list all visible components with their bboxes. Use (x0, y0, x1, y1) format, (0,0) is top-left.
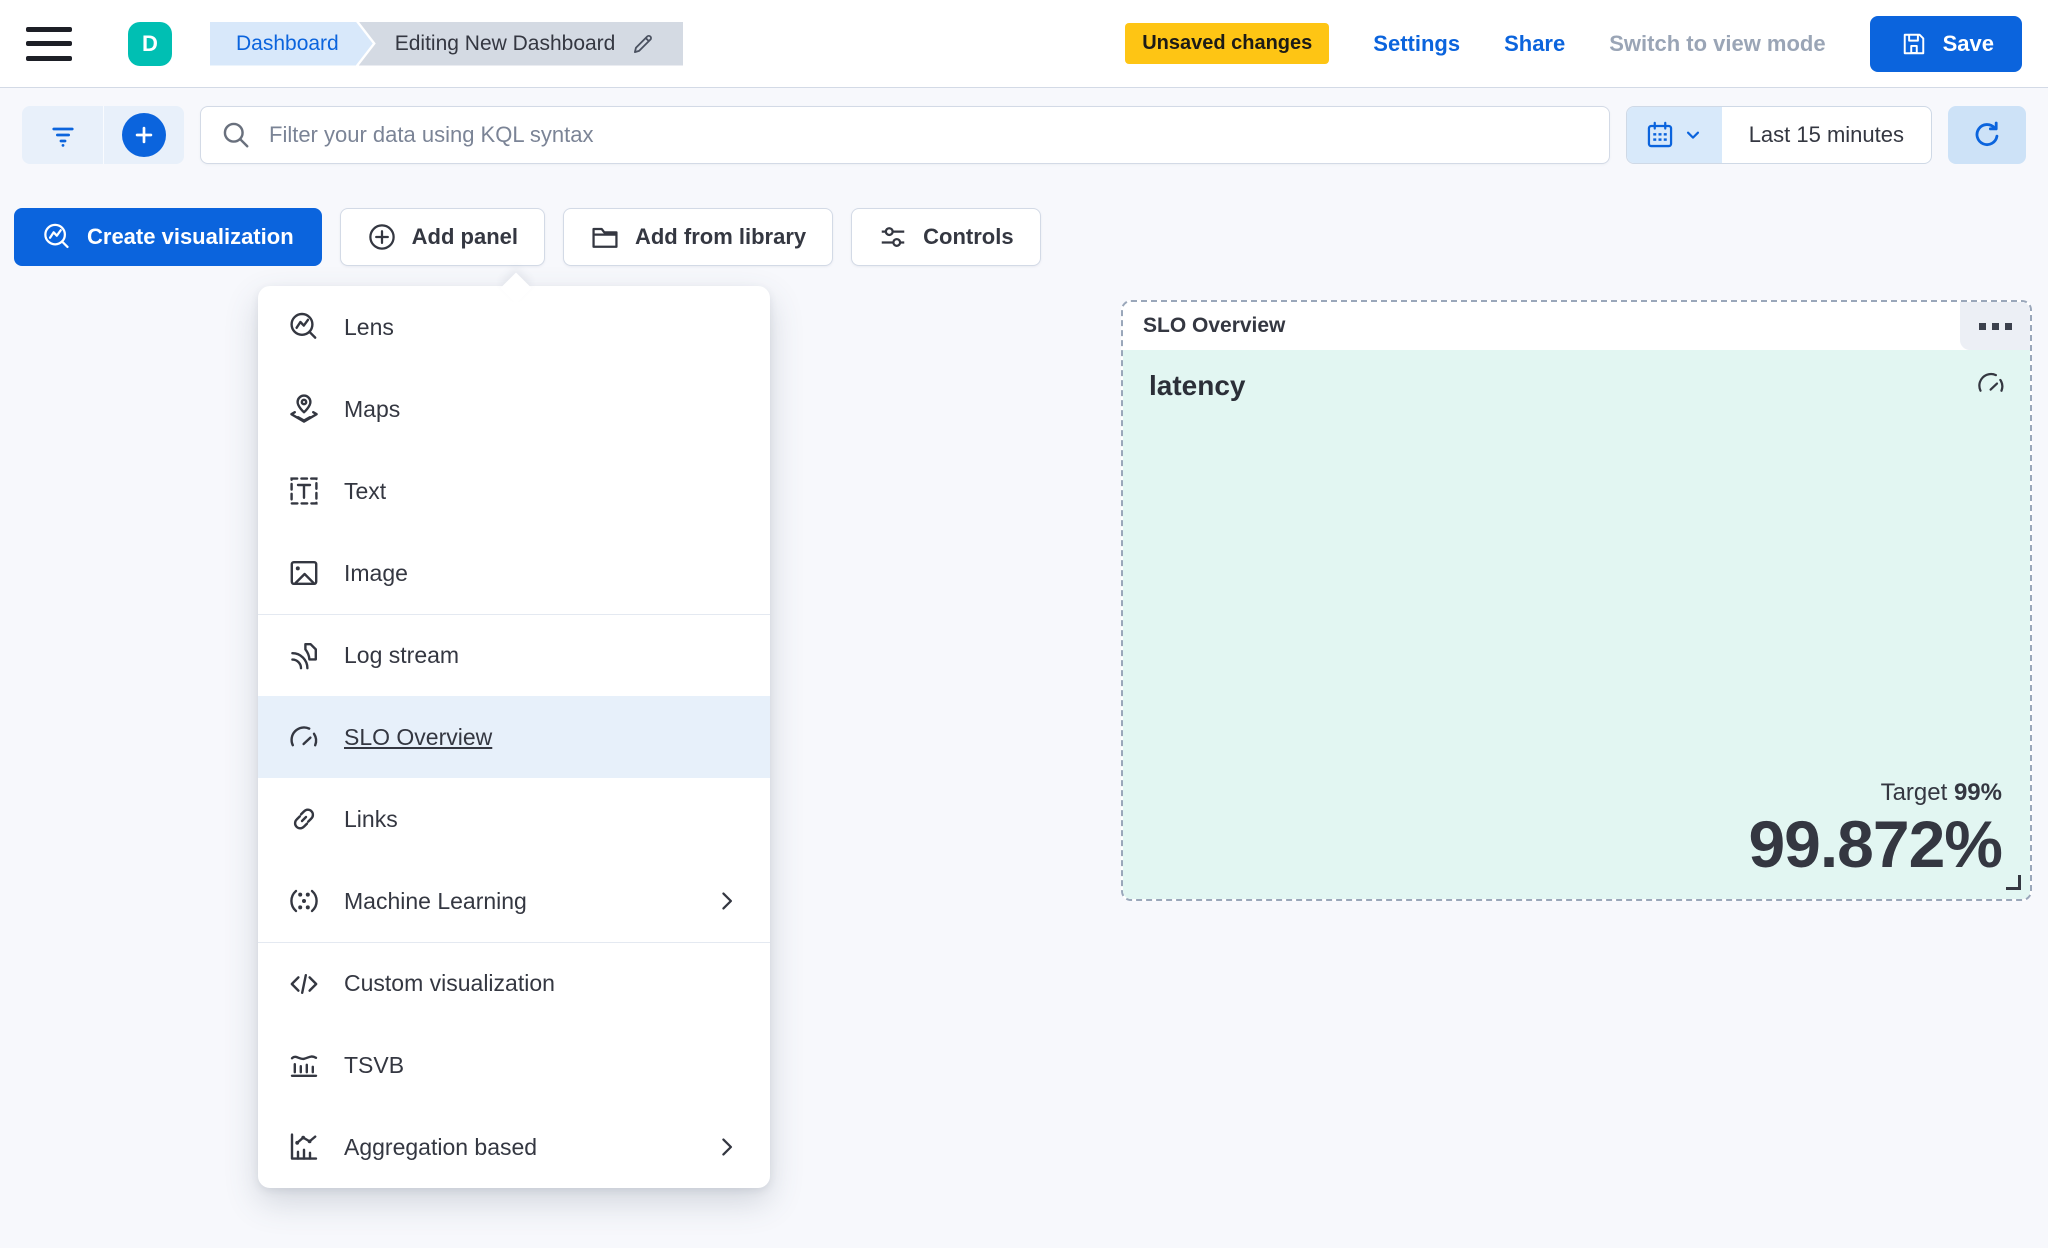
panel-title: SLO Overview (1143, 314, 1286, 337)
lens-icon (42, 222, 72, 252)
sliders-icon (878, 222, 908, 252)
search-icon (221, 120, 251, 150)
app-header: D Dashboard Editing New Dashboard Unsave… (0, 0, 2048, 88)
filter-button[interactable] (22, 106, 103, 164)
code-icon (288, 968, 320, 1000)
menu-item-tsvb[interactable]: TSVB (258, 1024, 770, 1106)
menu-item-label: Maps (344, 395, 401, 422)
panel-resize-handle[interactable] (2006, 875, 2021, 890)
filter-icon (47, 119, 79, 151)
menu-item-machine-learning[interactable]: Machine Learning (258, 860, 770, 942)
controls-label: Controls (923, 224, 1014, 249)
machine-learning-icon (288, 885, 320, 917)
menu-item-label: Custom visualization (344, 970, 555, 996)
breadcrumb-dashboard[interactable]: Dashboard (210, 22, 373, 66)
panel-header: SLO Overview (1123, 302, 2030, 350)
refresh-button[interactable] (1948, 106, 2026, 164)
kql-search-box (200, 106, 1610, 164)
gauge-icon (288, 721, 320, 753)
slo-metric-block: Target 99% 99.872% (1748, 779, 2003, 881)
menu-item-label: Image (344, 559, 408, 586)
panel-options-button[interactable] (1960, 302, 2030, 350)
menu-hamburger-icon[interactable] (26, 26, 72, 61)
edit-toolbar: Create visualization Add panel Add from … (14, 208, 1041, 266)
text-icon (288, 475, 320, 507)
create-visualization-button[interactable]: Create visualization (14, 208, 322, 266)
create-visualization-label: Create visualization (87, 224, 294, 249)
add-panel-button[interactable]: Add panel (339, 208, 545, 266)
menu-item-aggregation-based[interactable]: Aggregation based (258, 1106, 770, 1188)
menu-item-label: Machine Learning (344, 887, 527, 914)
menu-item-label: Text (344, 477, 387, 504)
image-icon (288, 557, 320, 589)
menu-item-image[interactable]: Image (258, 532, 770, 614)
slo-value: 99.872% (1748, 807, 2003, 881)
refresh-icon (1972, 120, 2002, 150)
date-picker: Last 15 minutes (1625, 106, 1932, 164)
slo-metric-name: latency (1149, 370, 1246, 401)
save-floppy-icon (1898, 31, 1930, 57)
log-stream-icon (288, 640, 320, 672)
plus-in-circle-icon (367, 222, 397, 252)
date-picker-quick-menu[interactable] (1626, 107, 1722, 163)
menu-item-maps[interactable]: Maps (258, 368, 770, 450)
aggregation-icon (288, 1131, 320, 1163)
menu-item-label: Log stream (344, 642, 460, 668)
add-panel-label: Add panel (411, 224, 518, 249)
menu-item-log-stream[interactable]: Log stream (258, 614, 770, 696)
boxes-horizontal-icon (1978, 322, 1986, 330)
maps-icon (288, 393, 320, 425)
add-from-library-button[interactable]: Add from library (562, 208, 834, 266)
header-actions: Unsaved changes Settings Share Switch to… (1125, 15, 2022, 72)
lens-icon (288, 311, 320, 343)
slo-overview-panel: SLO Overview latency Target 99% 99.872% (1121, 300, 2032, 901)
chevron-right-icon (722, 892, 733, 910)
breadcrumb-current-label: Editing New Dashboard (394, 31, 616, 55)
menu-item-label: TSVB (344, 1051, 405, 1078)
breadcrumb: Dashboard Editing New Dashboard (210, 21, 684, 66)
menu-item-custom-visualization[interactable]: Custom visualization (258, 942, 770, 1024)
settings-link[interactable]: Settings (1373, 30, 1461, 56)
add-from-library-label: Add from library (634, 224, 807, 249)
menu-item-label: Links (344, 805, 398, 832)
menu-item-links[interactable]: Links (258, 778, 770, 860)
folder-icon (590, 222, 620, 252)
calendar-icon (1645, 120, 1675, 150)
menu-item-label: Aggregation based (344, 1133, 538, 1160)
save-button[interactable]: Save (1869, 15, 2022, 72)
unsaved-changes-badge: Unsaved changes (1125, 23, 1330, 64)
controls-button[interactable]: Controls (851, 208, 1041, 266)
share-link[interactable]: Share (1504, 30, 1566, 56)
gauge-icon (1976, 368, 2006, 398)
add-panel-menu: Lens Maps Text (258, 286, 770, 1188)
slo-metric-body: latency Target 99% 99.872% (1123, 350, 2030, 899)
filter-button-group (22, 106, 184, 164)
kql-search-input[interactable] (269, 122, 1589, 148)
menu-item-label: Lens (344, 313, 394, 340)
menu-item-lens[interactable]: Lens (258, 286, 770, 368)
time-range-value[interactable]: Last 15 minutes (1748, 122, 1904, 147)
avatar[interactable]: D (128, 21, 172, 66)
add-filter-button[interactable] (103, 106, 184, 164)
target-value: 99% (1953, 779, 2002, 806)
pencil-icon[interactable] (627, 32, 659, 56)
plus-circle-icon (122, 113, 166, 157)
menu-item-text[interactable]: Text (258, 450, 770, 532)
query-bar: Last 15 minutes (22, 106, 2026, 164)
breadcrumb-current[interactable]: Editing New Dashboard (358, 21, 684, 66)
link-icon (288, 803, 320, 835)
chevron-down-icon (1682, 124, 1704, 146)
chevron-right-icon (722, 1138, 733, 1156)
menu-item-slo-overview[interactable]: SLO Overview (258, 696, 770, 778)
menu-item-label: SLO Overview (344, 723, 493, 750)
switch-view-mode-link[interactable]: Switch to view mode (1609, 30, 1826, 56)
save-button-label: Save (1942, 30, 1994, 56)
target-label: Target (1880, 779, 1948, 806)
tsvb-icon (288, 1049, 320, 1081)
